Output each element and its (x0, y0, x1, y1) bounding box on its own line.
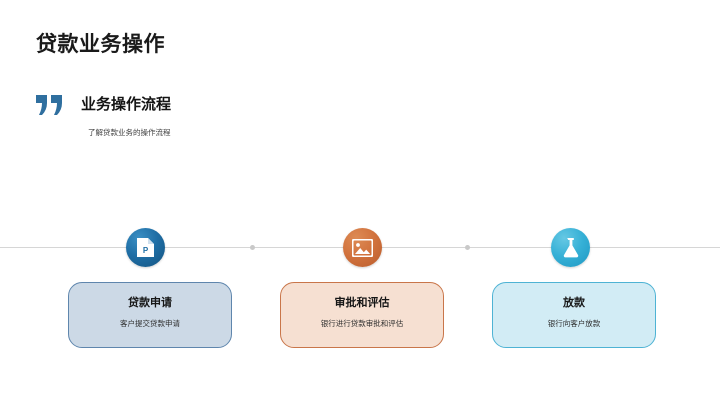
step-card-desc-2: 银行进行贷款审批和评估 (320, 319, 404, 328)
timeline-node-icon-3[interactable] (551, 228, 590, 267)
section-title: 业务操作流程 (81, 96, 172, 113)
timeline-node-icon-2[interactable] (343, 228, 382, 267)
section-heading-block: 业务操作流程 了解贷款业务的操作流程 (36, 92, 336, 154)
section-subtitle: 了解贷款业务的操作流程 (88, 128, 171, 137)
step-card-2[interactable]: 审批和评估 银行进行贷款审批和评估 (280, 282, 444, 348)
step-card-title-2: 审批和评估 (334, 297, 390, 309)
flask-beaker-icon (561, 237, 580, 258)
step-card-1[interactable]: 贷款申请 客户提交贷款申请 (68, 282, 232, 348)
timeline-dot-1 (250, 245, 255, 250)
step-card-3[interactable]: 放款 银行向客户放款 (492, 282, 656, 348)
step-card-desc-3: 银行向客户放款 (547, 319, 601, 328)
quote-mark-icon (36, 92, 66, 118)
svg-text:P: P (143, 246, 149, 255)
timeline-node-icon-1[interactable]: P (126, 228, 165, 267)
step-card-title-1: 贷款申请 (128, 297, 172, 309)
pdf-document-icon: P (136, 237, 155, 258)
image-picture-icon (352, 238, 373, 257)
step-card-desc-1: 客户提交贷款申请 (120, 319, 180, 328)
page-title: 贷款业务操作 (36, 33, 165, 56)
step-card-title-3: 放款 (563, 297, 585, 309)
timeline-dot-2 (465, 245, 470, 250)
